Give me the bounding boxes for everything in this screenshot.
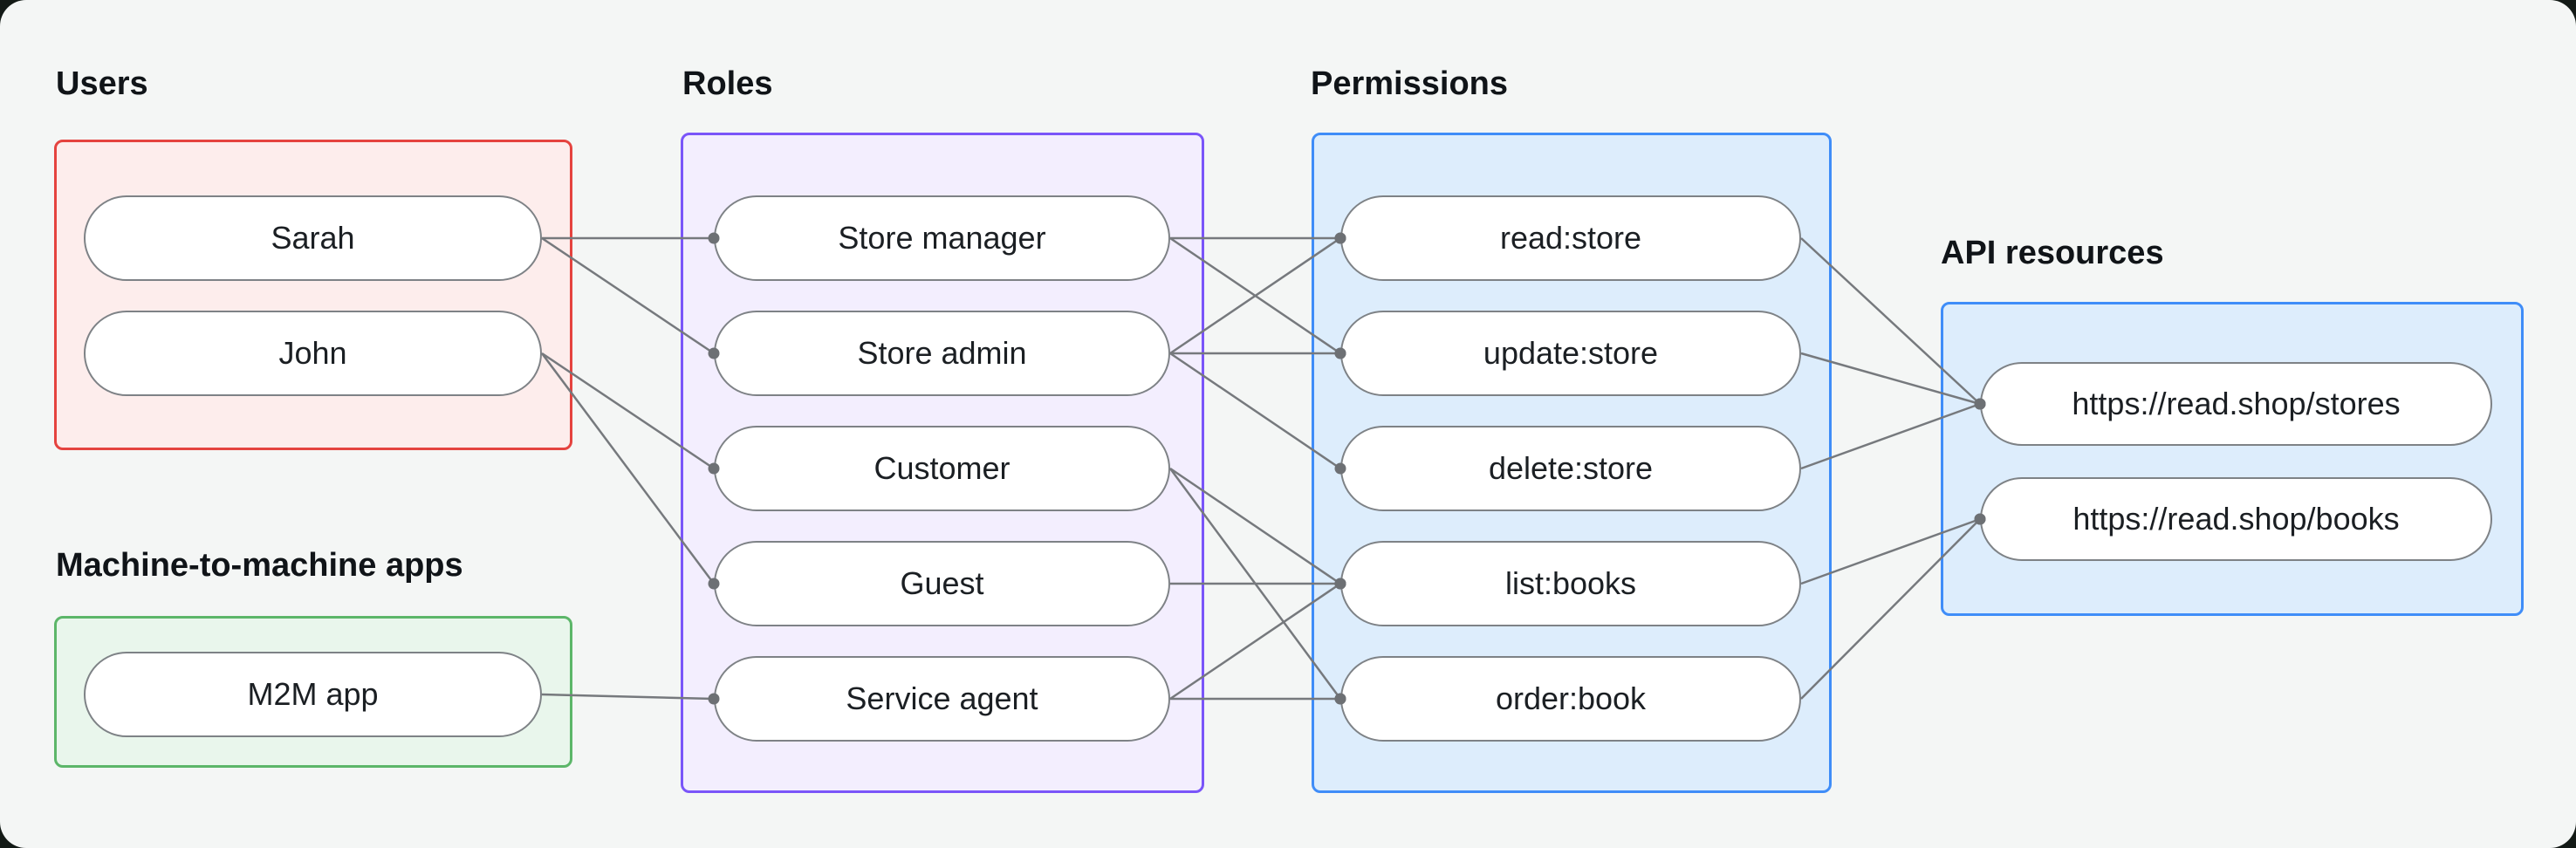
stores-api-node: https://read.shop/stores	[1980, 362, 2492, 446]
roles-group-label: Roles	[682, 65, 773, 102]
delete-store-node: delete:store	[1340, 426, 1801, 511]
books-api-node: https://read.shop/books	[1980, 477, 2492, 561]
update-store-node: update:store	[1340, 311, 1801, 396]
list-books-node: list:books	[1340, 541, 1801, 626]
permissions-group-label: Permissions	[1311, 65, 1508, 102]
store-manager-node: Store manager	[714, 195, 1170, 281]
sarah-node: Sarah	[84, 195, 542, 281]
m2m-app-node: M2M app	[84, 652, 542, 737]
guest-node: Guest	[714, 541, 1170, 626]
api-resources-group-label: API resources	[1941, 235, 2164, 271]
service-agent-node: Service agent	[714, 656, 1170, 742]
users-group-label: Users	[56, 65, 148, 102]
customer-node: Customer	[714, 426, 1170, 511]
users-group-box	[54, 140, 572, 450]
m2m-group-label: Machine-to-machine apps	[56, 547, 463, 584]
api-resources-group-box	[1941, 302, 2524, 616]
john-node: John	[84, 311, 542, 396]
store-admin-node: Store admin	[714, 311, 1170, 396]
order-book-node: order:book	[1340, 656, 1801, 742]
read-store-node: read:store	[1340, 195, 1801, 281]
